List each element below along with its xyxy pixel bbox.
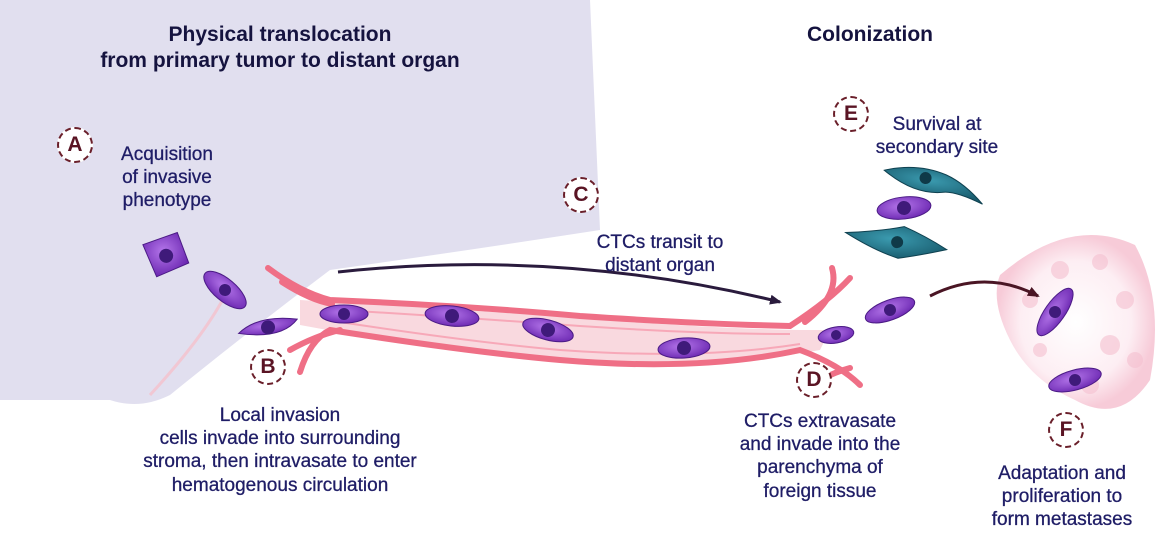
step-a-text: Acquisition of invasive phenotype (92, 143, 242, 213)
step-e-text: Survival at secondary site (862, 113, 1012, 159)
colonization-title: Colonization (760, 22, 980, 48)
translocation-title: Physical translocation from primary tumo… (40, 22, 520, 73)
tumor-cell (817, 324, 855, 346)
step-b-text: Local invasion cells invade into surroun… (100, 404, 460, 497)
step-a-badge: A (57, 127, 93, 163)
tumor-cell (862, 292, 918, 329)
step-d-badge: D (796, 362, 832, 398)
step-f-text: Adaptation and proliferation to form met… (972, 462, 1152, 532)
step-d-text: CTCs extravasate and invade into the par… (720, 410, 920, 503)
step-f-badge: F (1048, 412, 1084, 448)
tumor-cell (320, 305, 368, 323)
tumor-cell (876, 194, 932, 222)
step-c-text: CTCs transit to distant organ (575, 231, 745, 277)
step-b-badge: B (250, 349, 286, 385)
step-c-badge: C (563, 177, 599, 213)
dormant-cell (844, 223, 948, 262)
